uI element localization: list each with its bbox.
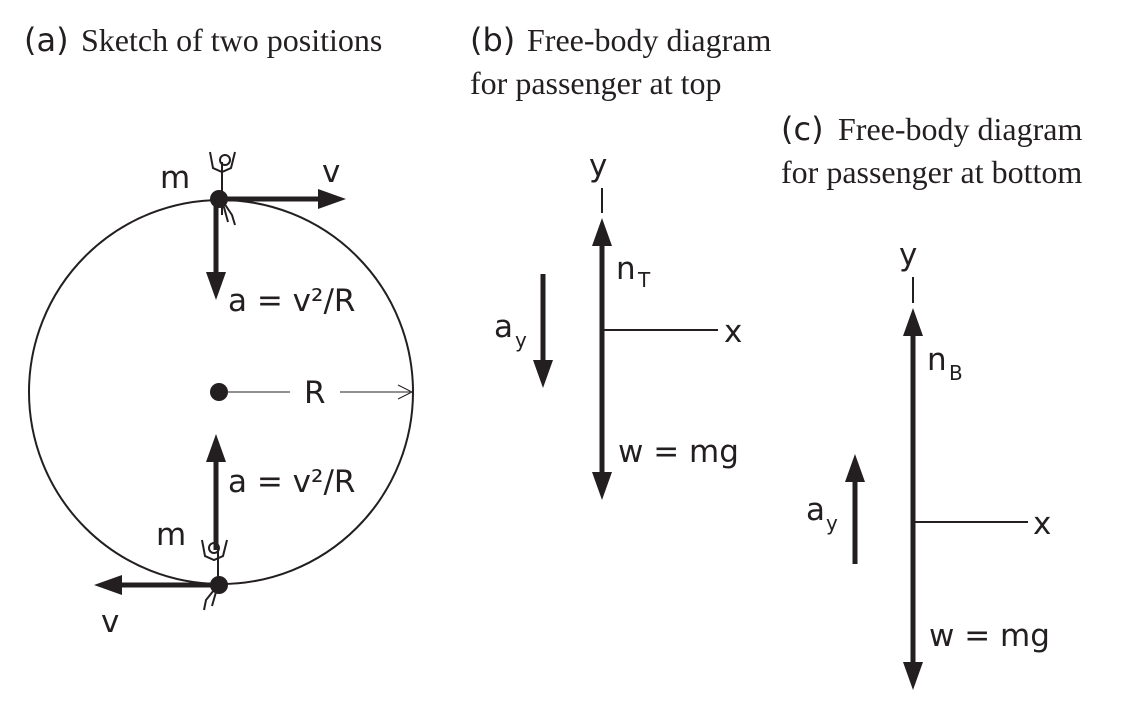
- panel-c-normal-arrowhead: [903, 308, 923, 336]
- accel-arrowhead-top: [206, 272, 226, 300]
- radius-arrowhead: [397, 384, 414, 400]
- passenger-bottom-figure: [201, 539, 228, 611]
- radius-label: R: [304, 375, 326, 411]
- panel-b-x-axis-label: x: [724, 314, 742, 350]
- velocity-arrowhead-bottom: [94, 575, 122, 595]
- panel-c-accel-arrowhead: [845, 454, 865, 482]
- panel-c-normal-subscript: B: [949, 361, 963, 385]
- panel-c-accel-label: a: [806, 492, 825, 528]
- mass-label-bottom: m: [156, 517, 186, 553]
- panel-c: (c) Free-body diagram for passenger at b…: [781, 110, 1082, 690]
- panel-b-accel-arrowhead: [533, 360, 553, 388]
- panel-c-caption-line2: for passenger at bottom: [781, 154, 1082, 190]
- panel-b-caption-line2: for passenger at top: [470, 65, 721, 101]
- panel-b-weight-label: w = mg: [618, 434, 739, 470]
- accel-arrowhead-bottom: [206, 434, 226, 462]
- panel-c-weight-label: w = mg: [929, 618, 1050, 654]
- panel-b-weight-arrowhead: [592, 472, 612, 500]
- panel-a-caption-letter: (a): [24, 21, 69, 59]
- panel-a-caption: Sketch of two positions: [81, 22, 382, 58]
- velocity-label-bottom: v: [101, 604, 119, 640]
- accel-label-top: a = v²/R: [228, 283, 355, 319]
- panel-c-caption-line1: Free-body diagram: [838, 111, 1082, 147]
- panel-c-normal-label: n: [927, 342, 947, 378]
- accel-label-bottom: a = v²/R: [228, 464, 355, 500]
- panel-b: (b) Free-body diagram for passenger at t…: [470, 21, 771, 500]
- mass-label-top: m: [160, 160, 190, 196]
- velocity-arrowhead-top: [318, 189, 346, 209]
- velocity-label-top: v: [322, 154, 340, 190]
- panel-c-x-axis-label: x: [1033, 506, 1051, 542]
- panel-b-accel-label: a: [494, 309, 513, 345]
- panel-c-caption-letter: (c): [781, 110, 824, 148]
- panel-b-normal-label: n: [616, 251, 636, 287]
- panel-b-caption-line1: Free-body diagram: [527, 22, 771, 58]
- panel-b-normal-subscript: T: [637, 268, 651, 292]
- panel-c-y-axis-label: y: [899, 237, 917, 273]
- panel-c-weight-arrowhead: [903, 662, 923, 690]
- panel-c-accel-subscript: y: [826, 511, 838, 535]
- panel-b-normal-arrowhead: [592, 218, 612, 246]
- panel-b-accel-subscript: y: [515, 328, 527, 352]
- panel-b-caption-letter: (b): [470, 21, 515, 59]
- panel-b-y-axis-label: y: [589, 148, 607, 184]
- panel-a: (a) Sketch of two positions m v a = v²/R…: [24, 21, 414, 640]
